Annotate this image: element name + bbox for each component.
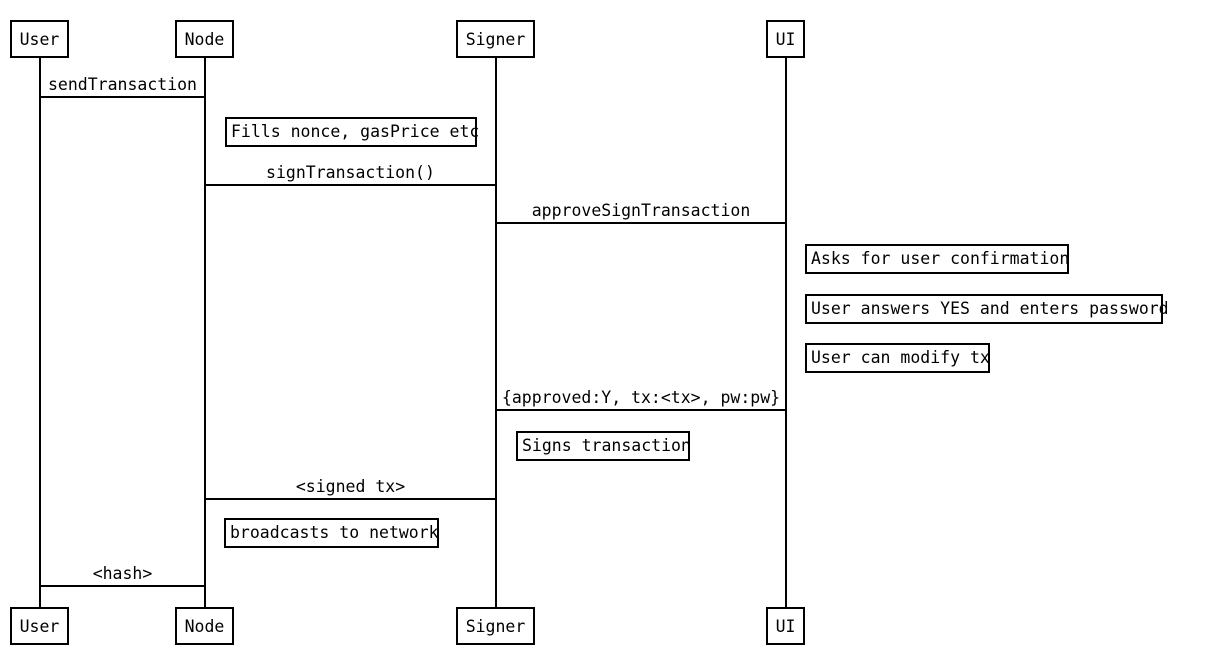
actor-bottom-user: User (10, 607, 69, 645)
note-fills-nonce-gasprice: Fills nonce, gasPrice etc (225, 117, 479, 147)
lifeline-ui (785, 58, 787, 607)
actor-top-node: Node (175, 20, 234, 58)
message-label-approved-response: {approved:Y, tx:<tx>, pw:pw} (501, 388, 781, 407)
note-user-answers-yes: User answers YES and enters password (805, 294, 1169, 324)
note-broadcasts-to-network: broadcasts to network (224, 518, 439, 548)
lifeline-node (204, 58, 206, 607)
message-line-hash (39, 585, 206, 587)
message-label-approve-sign-transaction: approveSignTransaction (531, 201, 751, 220)
lifeline-user (39, 58, 41, 607)
actor-top-ui: UI (766, 20, 805, 58)
message-line-approve-sign-transaction (495, 222, 787, 224)
actor-bottom-ui: UI (766, 607, 805, 645)
message-line-signed-tx (204, 498, 497, 500)
message-label-signed-tx: <signed tx> (295, 477, 406, 496)
message-label-sign-transaction: signTransaction() (266, 163, 435, 182)
note-user-can-modify-tx: User can modify tx (805, 343, 990, 373)
message-line-approved-response (495, 409, 787, 411)
lifeline-signer (495, 58, 497, 607)
message-line-sign-transaction (204, 184, 497, 186)
actor-bottom-signer: Signer (456, 607, 535, 645)
actor-bottom-node: Node (175, 607, 234, 645)
actor-top-signer: Signer (456, 20, 535, 58)
message-line-send-transaction (39, 96, 206, 98)
message-label-hash: <hash> (92, 564, 153, 583)
actor-top-user: User (10, 20, 69, 58)
note-asks-user-confirmation: Asks for user confirmation (805, 244, 1069, 274)
message-label-send-transaction: sendTransaction (47, 75, 197, 94)
note-signs-transaction: Signs transaction (516, 431, 691, 461)
